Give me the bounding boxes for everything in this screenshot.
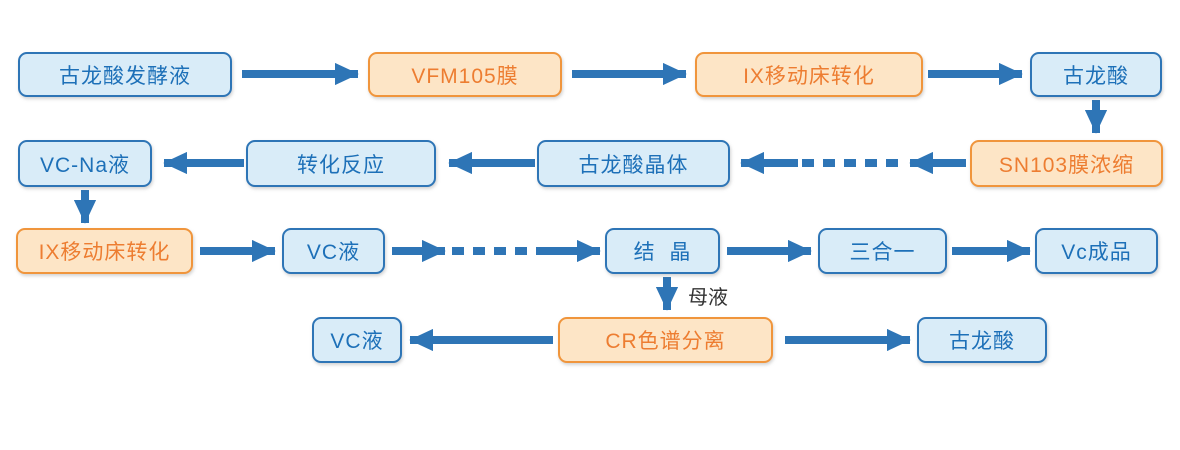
node-vc-liquid-1: VC液 [282,228,385,274]
node-vc-liquid-2: VC液 [312,317,402,363]
node-ix-moving-bed-conversion-1: IX移动床转化 [695,52,923,97]
node-vfm105-membrane: VFM105膜 [368,52,562,97]
node-vc-na-liquid: VC-Na液 [18,140,152,187]
node-gulonic-acid-2: 古龙酸 [917,317,1047,363]
node-gulonic-acid-1: 古龙酸 [1030,52,1162,97]
node-ix-moving-bed-conversion-2: IX移动床转化 [16,228,193,274]
node-sn103-membrane-concentrate: SN103膜浓缩 [970,140,1163,187]
node-conversion-reaction: 转化反应 [246,140,436,187]
node-gulonic-acid-crystal: 古龙酸晶体 [537,140,730,187]
node-three-in-one: 三合一 [818,228,947,274]
node-vc-finished-product: Vc成品 [1035,228,1158,274]
annotation-mother-liquor: 母液 [688,287,728,309]
node-crystallization: 结 晶 [605,228,720,274]
node-cr-chromatography: CR色谱分离 [558,317,773,363]
node-gulonic-fermentation-broth: 古龙酸发酵液 [18,52,232,97]
